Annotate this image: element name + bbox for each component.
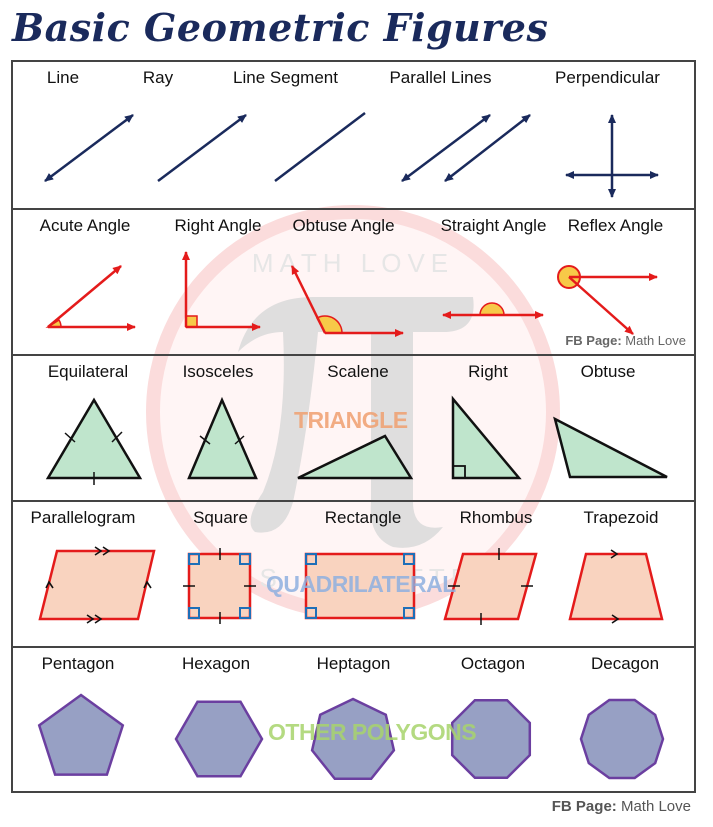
row-polygons: Pentagon Hexagon Heptagon Octagon Decago… — [13, 646, 694, 791]
label-pentagon: Pentagon — [41, 654, 115, 673]
label-straight-angle: Straight Angle — [440, 216, 547, 235]
label-heptagon: Heptagon — [316, 654, 391, 673]
label-line-segment: Line Segment — [233, 68, 338, 87]
cell-equilateral: Equilateral — [28, 356, 148, 500]
row-triangles: Equilateral Isosceles Scalene Right Obtu… — [13, 354, 694, 500]
cell-isosceles: Isosceles — [163, 356, 273, 500]
label-square: Square — [193, 508, 248, 527]
parallel-line-1 — [401, 114, 491, 182]
label-right-angle: Right Angle — [174, 216, 262, 235]
cell-decagon: Decagon — [575, 648, 675, 792]
obtuse-triangle — [553, 416, 668, 479]
cell-rhombus: Rhombus — [441, 502, 551, 646]
label-ray: Ray — [142, 68, 174, 87]
cell-right-angle: Right Angle — [158, 210, 278, 354]
cell-octagon: Octagon — [443, 648, 543, 792]
credit-inline-name: Math Love — [625, 333, 686, 348]
parallel-line-2 — [444, 114, 531, 182]
cell-perpendicular: Perpendicular — [540, 62, 675, 206]
cell-rectangle: Rectangle — [303, 502, 423, 646]
quadrilateral-figures — [38, 546, 664, 625]
cell-parallelogram: Parallelogram — [18, 502, 148, 646]
hexagon-shape — [174, 700, 264, 778]
cell-line: Line — [13, 62, 113, 206]
right-triangle-marker — [452, 465, 466, 479]
label-trapezoid: Trapezoid — [583, 508, 659, 527]
cell-line-segment: Line Segment — [218, 62, 353, 206]
cell-right-triangle: Right — [443, 356, 533, 500]
octagon-shape — [450, 698, 532, 780]
label-perpendicular: Perpendicular — [555, 68, 660, 87]
angles-figures — [45, 251, 658, 337]
figures-grid: MATH LOVE MS. ROSETTE Line Ray Line Segm… — [11, 60, 696, 793]
polygon-figures — [37, 693, 665, 781]
row-angles: Acute Angle Right Angle Obtuse Angle Str… — [13, 208, 694, 354]
lines-figures — [44, 112, 659, 198]
cell-acute-angle: Acute Angle — [25, 210, 145, 354]
cell-heptagon: Heptagon — [301, 648, 406, 792]
credit-bottom-name: Math Love — [620, 798, 691, 815]
row-lines: Line Ray Line Segment Parallel Lines Per… — [13, 62, 694, 208]
label-parallel-lines: Parallel Lines — [389, 68, 492, 87]
label-scalene: Scalene — [327, 362, 389, 381]
cell-hexagon: Hexagon — [166, 648, 266, 792]
decagon-shape — [579, 698, 665, 780]
cell-reflex-angle: Reflex Angle — [553, 210, 678, 354]
right-angle-marker — [185, 315, 198, 328]
line-segment-figure — [274, 112, 366, 182]
label-equilateral: Equilateral — [47, 362, 129, 381]
label-octagon: Octagon — [460, 654, 526, 673]
credit-bottom-prefix: FB Page: — [551, 798, 617, 815]
label-rhombus: Rhombus — [459, 508, 533, 527]
label-obtuse-angle: Obtuse Angle — [292, 216, 395, 235]
equilateral-triangle — [45, 397, 143, 480]
trapezoid-shape — [568, 552, 664, 621]
right-triangle — [451, 395, 522, 480]
scalene-triangle — [297, 434, 414, 480]
credit-bottom: FB Page: Math Love — [552, 798, 691, 815]
heptagon-shape — [310, 697, 396, 781]
label-line: Line — [46, 68, 80, 87]
straight-angle-arc — [479, 302, 505, 316]
rhombus-shape — [443, 552, 538, 621]
label-acute-angle: Acute Angle — [39, 216, 131, 235]
credit-inline: FB Page: Math Love — [565, 333, 686, 348]
cell-ray: Ray — [108, 62, 208, 206]
pentagon-shape — [37, 693, 125, 776]
cell-parallel-lines: Parallel Lines — [373, 62, 508, 206]
parallelogram-shape — [38, 549, 156, 621]
cell-pentagon: Pentagon — [28, 648, 128, 792]
cell-scalene: Scalene — [298, 356, 418, 500]
cell-straight-angle: Straight Angle — [431, 210, 556, 354]
label-reflex-angle: Reflex Angle — [567, 216, 664, 235]
page-title: Basic Geometric Figures — [12, 5, 549, 50]
triangle-figures — [45, 395, 668, 485]
cell-trapezoid: Trapezoid — [566, 502, 676, 646]
label-right-triangle: Right — [468, 362, 508, 381]
cell-obtuse-angle: Obtuse Angle — [281, 210, 406, 354]
credit-inline-prefix: FB Page: — [565, 333, 622, 348]
label-decagon: Decagon — [590, 654, 660, 673]
isosceles-triangle — [187, 396, 258, 480]
line-figure — [44, 114, 134, 182]
label-obtuse-triangle: Obtuse — [580, 362, 636, 381]
cell-obtuse-triangle: Obtuse — [553, 356, 663, 500]
label-rectangle: Rectangle — [324, 508, 402, 527]
cell-square: Square — [173, 502, 268, 646]
label-isosceles: Isosceles — [182, 362, 254, 381]
rectangle-shape — [304, 552, 416, 620]
ray-figure — [157, 114, 247, 182]
row-quadrilaterals: Parallelogram Square Rectangle Rhombus T… — [13, 500, 694, 646]
label-parallelogram: Parallelogram — [30, 508, 136, 527]
label-hexagon: Hexagon — [181, 654, 251, 673]
